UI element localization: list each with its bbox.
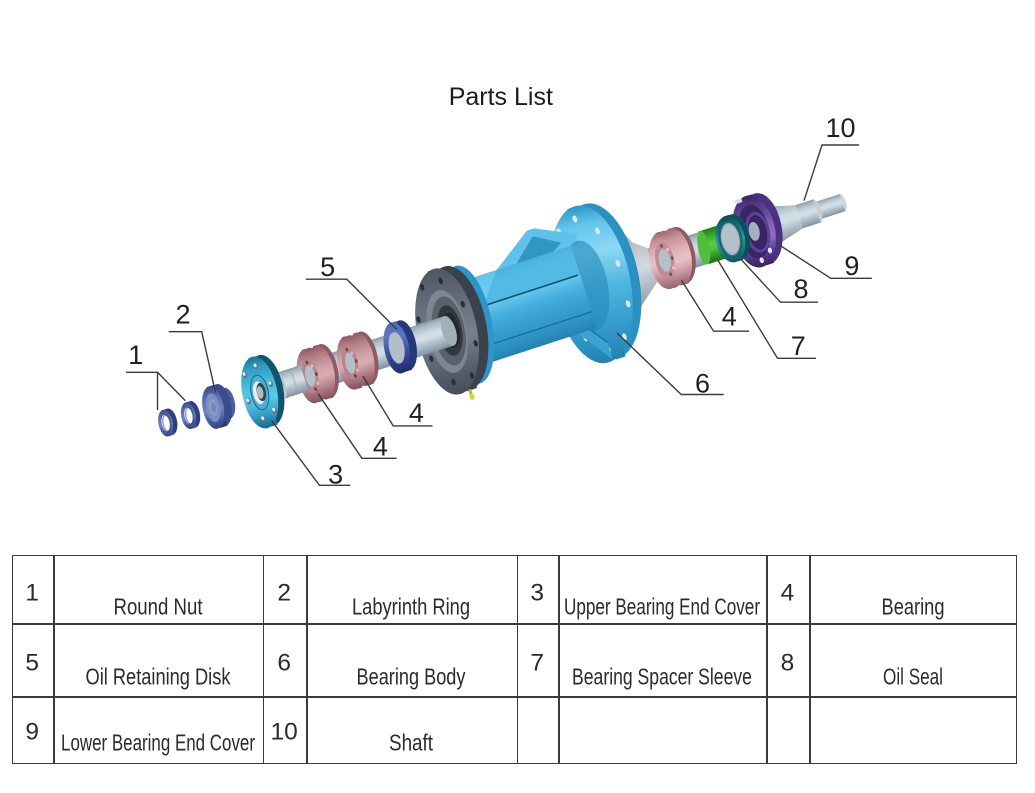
svg-text:1: 1 (128, 340, 143, 370)
svg-text:10: 10 (825, 113, 855, 143)
svg-text:3: 3 (328, 459, 343, 489)
svg-text:9: 9 (844, 251, 859, 281)
svg-text:5: 5 (320, 252, 335, 282)
svg-text:2: 2 (175, 300, 190, 330)
svg-text:4: 4 (722, 302, 737, 332)
svg-text:7: 7 (791, 331, 806, 361)
svg-text:4: 4 (373, 432, 388, 462)
svg-text:Parts List: Parts List (449, 83, 553, 111)
svg-text:6: 6 (695, 368, 710, 398)
svg-text:8: 8 (793, 274, 808, 304)
svg-text:4: 4 (409, 398, 424, 428)
